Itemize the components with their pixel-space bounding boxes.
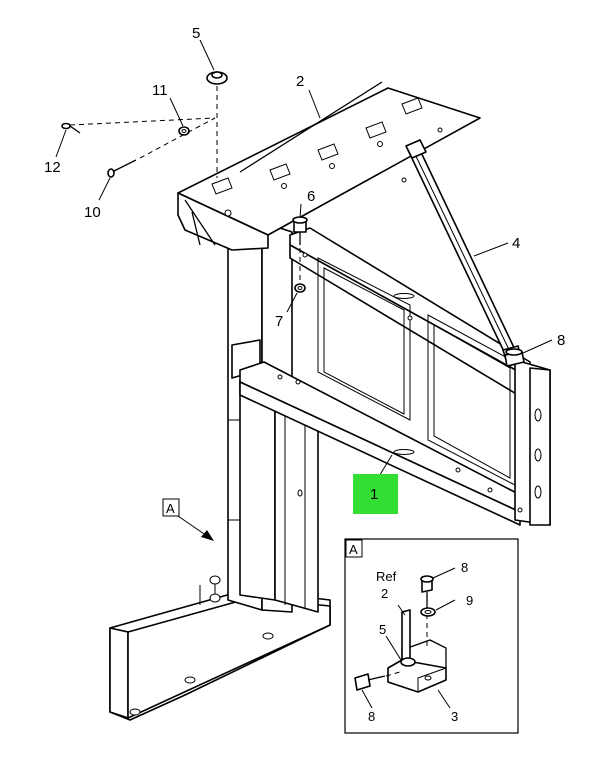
grommet-5 [206,71,228,85]
detail-view-a: A Ref 2 8 9 5 3 8 [344,538,519,734]
detail-view-frame [344,538,519,734]
leader-lines [55,39,553,479]
callout-10: 10 [84,204,101,221]
detail-callout-9: 9 [466,593,473,608]
view-a-arrowhead [201,530,214,541]
bolt-8-main [504,348,525,367]
nut-7 [294,283,306,293]
callout-1[interactable]: 1 [370,486,378,503]
detail-view-title-box [345,539,363,558]
vertical-column [227,221,319,613]
callout-2: 2 [296,73,304,90]
pin-10 [107,159,137,178]
view-a-marker-label: A [166,501,175,516]
detail-callout-8-bottom: 8 [368,709,375,724]
callout-7: 7 [275,313,283,330]
pin-axis-line [69,117,216,126]
view-a-marker-box [162,498,180,517]
detail-ref-label: Ref [376,569,397,584]
detail-view-title: A [349,542,358,557]
cotter-pin-12 [61,122,81,134]
highlight-box-part-1[interactable] [353,474,398,514]
detail-callout-5: 5 [379,622,386,637]
callout-6: 6 [307,188,315,205]
callout-8-main: 8 [557,332,565,349]
detail-callout-8-top: 8 [461,560,468,575]
pin-axis-line-2 [139,117,216,159]
callout-4: 4 [512,235,520,252]
detail-callout-3: 3 [451,709,458,724]
base-channel [109,575,331,721]
callout-12: 12 [44,159,61,176]
callout-11: 11 [152,82,168,99]
callout-5: 5 [192,25,200,42]
bolt-6 [292,216,308,245]
washer-11 [178,126,190,136]
top-bracket [177,81,481,251]
mounting-frame [239,227,551,526]
detail-callout-2: 2 [381,586,388,601]
